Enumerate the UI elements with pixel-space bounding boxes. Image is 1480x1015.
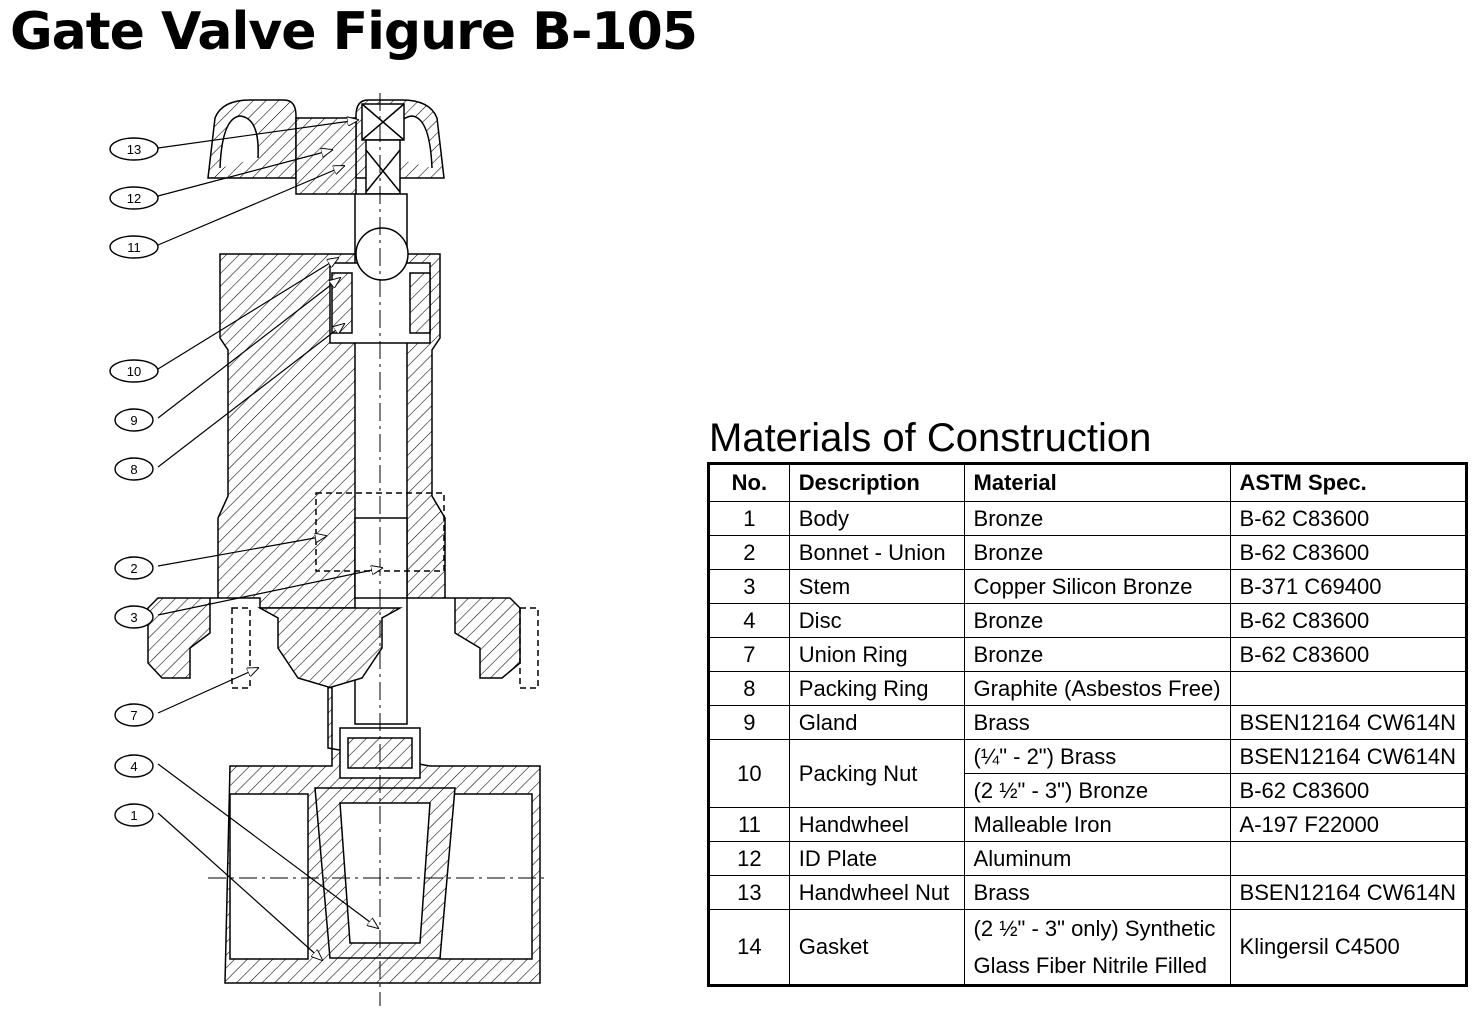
cell-no: 10: [708, 739, 790, 808]
callout-number: 1: [130, 808, 137, 823]
cell-astm-spec: B-62 C83600: [1229, 637, 1468, 672]
cell-material: Brass: [963, 875, 1231, 910]
cell-description: Body: [788, 501, 965, 536]
cell-material: Aluminum: [963, 841, 1231, 876]
cell-material: Brass: [963, 705, 1231, 740]
callout-number: 3: [130, 610, 137, 625]
cell-astm-spec: BSEN12164 CW614N: [1229, 705, 1468, 740]
cell-astm-spec: B-371 C69400: [1229, 569, 1468, 604]
cell-no: 2: [708, 535, 790, 570]
callout-number: 8: [130, 462, 137, 477]
cell-no: 13: [708, 875, 790, 910]
cell-material: (2 ½" - 3") Bronze: [963, 773, 1231, 808]
callout-bubble: [114, 408, 154, 432]
cell-description: Union Ring: [788, 637, 965, 672]
callout-number: 13: [127, 142, 141, 157]
callout-bubble: [109, 186, 159, 210]
cell-description: Stem: [788, 569, 965, 604]
callout-group: 13 12 11 10 9 8 2 3 7 4 1: [109, 137, 159, 827]
header-description: Description: [788, 463, 965, 502]
cell-material: Malleable Iron: [963, 807, 1231, 842]
cell-description: Handwheel Nut: [788, 875, 965, 910]
cell-material: (2 ½" - 3" only) Synthetic Glass Fiber N…: [963, 909, 1231, 986]
cell-astm-spec: B-62 C83600: [1229, 773, 1468, 808]
cell-astm-spec: B-62 C83600: [1229, 535, 1468, 570]
center-lines: [208, 93, 548, 1006]
callout-number: 10: [127, 364, 141, 379]
callout-number: 7: [130, 708, 137, 723]
cell-no: 8: [708, 671, 790, 706]
callout-bubble: [114, 556, 154, 580]
callout-bubble: [109, 359, 159, 383]
callout-bubble: [109, 137, 159, 161]
header-material: Material: [963, 463, 1231, 502]
cell-description: Bonnet - Union: [788, 535, 965, 570]
callout-bubble: [114, 754, 154, 778]
cell-astm-spec: [1229, 671, 1468, 706]
cell-description: Gasket: [788, 909, 965, 986]
callout-bubble: [114, 803, 154, 827]
cell-description: Gland: [788, 705, 965, 740]
cell-no: 7: [708, 637, 790, 672]
cell-astm-spec: BSEN12164 CW614N: [1229, 875, 1468, 910]
leader-lines: [157, 120, 382, 960]
page-title: Gate Valve Figure B-105: [10, 2, 698, 62]
cell-description: Packing Ring: [788, 671, 965, 706]
cell-no: 1: [708, 501, 790, 536]
cell-no: 9: [708, 705, 790, 740]
header-astm-spec: ASTM Spec.: [1229, 463, 1468, 502]
cell-description: ID Plate: [788, 841, 965, 876]
cell-material: Bronze: [963, 637, 1231, 672]
cell-astm-spec: BSEN12164 CW614N: [1229, 739, 1468, 774]
cell-description: Packing Nut: [788, 739, 965, 808]
cell-astm-spec: A-197 F22000: [1229, 807, 1468, 842]
cell-astm-spec: [1229, 841, 1468, 876]
table-header-row: No. Description Material ASTM Spec.: [708, 463, 1468, 502]
valve-drawing: [147, 99, 541, 984]
callout-bubble: [114, 703, 154, 727]
callout-number: 4: [130, 759, 137, 774]
callout-bubble: [114, 457, 154, 481]
cell-description: Disc: [788, 603, 965, 638]
cell-material: Bronze: [963, 535, 1231, 570]
cell-no: 12: [708, 841, 790, 876]
materials-table-title: Materials of Construction: [709, 416, 1152, 460]
cell-no: 4: [708, 603, 790, 638]
cell-material: Copper Silicon Bronze: [963, 569, 1231, 604]
cell-astm-spec: B-62 C83600: [1229, 603, 1468, 638]
cell-material: Bronze: [963, 603, 1231, 638]
header-no: No.: [708, 463, 790, 502]
cell-material: Graphite (Asbestos Free): [963, 671, 1231, 706]
cell-astm-spec: Klingersil C4500: [1229, 909, 1468, 986]
cell-astm-spec: B-62 C83600: [1229, 501, 1468, 536]
callout-bubble: [114, 605, 154, 629]
callout-number: 9: [130, 413, 137, 428]
cell-description: Handwheel: [788, 807, 965, 842]
cell-no: 14: [708, 909, 790, 986]
gate-valve-section-diagram: 13 12 11 10 9 8 2 3 7 4 1: [109, 93, 548, 1006]
cell-no: 11: [708, 807, 790, 842]
cell-material: (¼" - 2") Brass: [963, 739, 1231, 774]
cell-material: Bronze: [963, 501, 1231, 536]
callout-number: 11: [127, 240, 141, 255]
cell-no: 3: [708, 569, 790, 604]
callout-number: 12: [127, 191, 141, 206]
callout-bubble: [109, 235, 159, 259]
callout-number: 2: [130, 561, 137, 576]
